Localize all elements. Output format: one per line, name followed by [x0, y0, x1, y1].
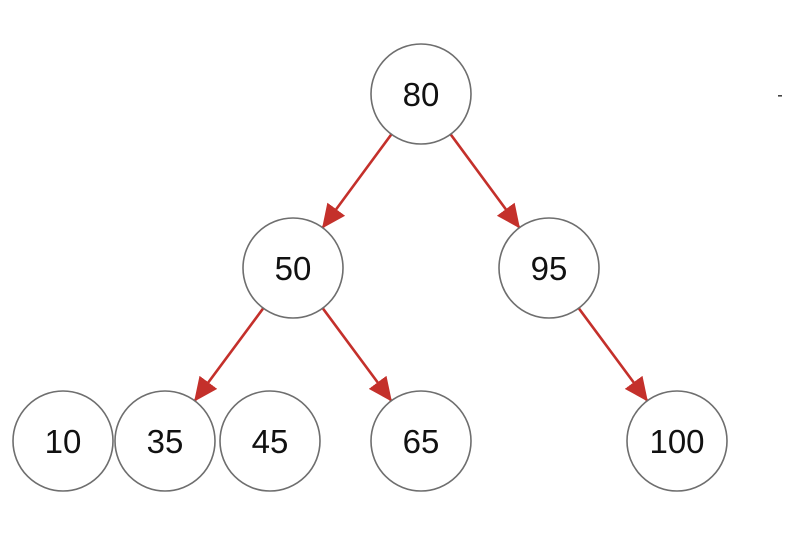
node-circle: [114, 390, 216, 492]
tree-node-80: 80: [370, 43, 472, 145]
tree-node-50: 50: [242, 217, 344, 319]
tree-node-35: 35: [114, 390, 216, 492]
node-label: 35: [147, 423, 184, 460]
node-circle: [219, 390, 321, 492]
edge-arrow-n50-n65: [321, 306, 393, 402]
edge-arrow-n80-n95: [449, 133, 521, 229]
stray-dash-mark: [778, 95, 782, 97]
node-label: 45: [252, 423, 289, 460]
tree-node-65: 65: [370, 390, 472, 492]
tree-node-10: 10: [12, 390, 114, 492]
node-label: 65: [403, 423, 440, 460]
node-circle: [498, 217, 600, 319]
edge-arrow-n95-n100: [577, 306, 649, 402]
tree-node-100: 100: [626, 390, 728, 492]
edge-arrow-n80-n50: [321, 133, 393, 229]
node-label: 80: [403, 76, 440, 113]
node-circle: [370, 390, 472, 492]
node-circle: [12, 390, 114, 492]
tree-node-95: 95: [498, 217, 600, 319]
node-label: 95: [531, 250, 568, 287]
node-circle: [242, 217, 344, 319]
node-label: 50: [275, 250, 312, 287]
edge-arrow-n50-n35: [194, 306, 265, 402]
node-label: 10: [45, 423, 82, 460]
node-circle: [626, 390, 728, 492]
tree-node-45: 45: [219, 390, 321, 492]
node-circle: [370, 43, 472, 145]
nodes-layer: 80 50 95 10 35 45 65 100: [12, 43, 728, 492]
node-label: 100: [649, 423, 704, 460]
edges-layer: [194, 133, 649, 402]
